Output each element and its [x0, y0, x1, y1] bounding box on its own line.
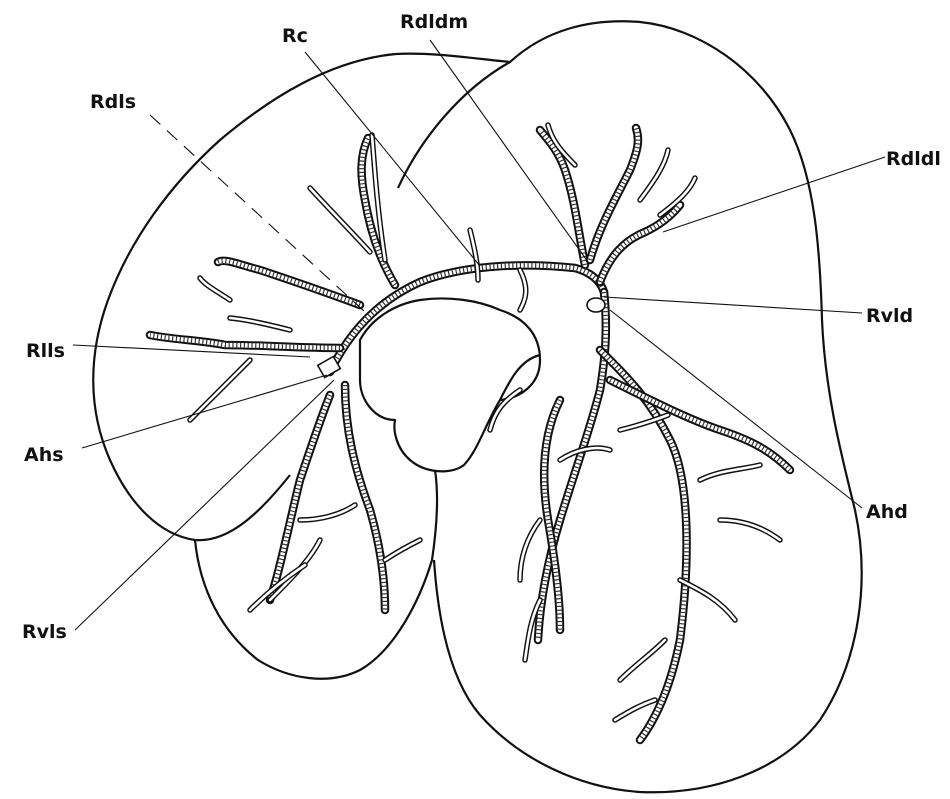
- vessel-branch-3-vessel-inner: [230, 318, 290, 330]
- label-rdldm: Rdldm: [400, 11, 468, 33]
- label-rvld: Rvld: [866, 305, 913, 327]
- leader-rvld: [604, 297, 862, 313]
- vessel-branch-20-vessel-outer: [520, 520, 540, 580]
- vessel-branch-5-vessel-inner: [200, 278, 230, 300]
- label-rdls: Rdls: [90, 91, 136, 113]
- vessel-branch-18-vessel-inner: [620, 640, 665, 680]
- label-rlls: Rlls: [26, 340, 65, 362]
- label-rc: Rc: [282, 25, 308, 47]
- vessel-branch-9-vessel-inner: [385, 540, 420, 560]
- label-ahs: Ahs: [24, 444, 64, 466]
- lobe-outlines: [93, 21, 861, 792]
- vessel-branch-4-vessel-inner: [190, 360, 250, 420]
- leader-ahs: [82, 375, 327, 448]
- quadrate-lobe: [360, 298, 540, 471]
- leader-rc: [305, 52, 480, 266]
- vessel-branch-16-vessel-outer: [720, 520, 780, 540]
- left-lower-lobe: [195, 470, 437, 679]
- right-hilum: [587, 298, 605, 312]
- label-ahd: Ahd: [866, 501, 908, 523]
- label-rdldl: Rdldl: [886, 148, 941, 170]
- label-rvls: Rvls: [22, 621, 67, 643]
- leader-rdldl: [663, 157, 885, 232]
- duct-trunk-duct-outer: [330, 265, 604, 372]
- vessel-branch-19-vessel-inner: [615, 700, 655, 720]
- duct-rdldl-duct-inner: [600, 205, 680, 282]
